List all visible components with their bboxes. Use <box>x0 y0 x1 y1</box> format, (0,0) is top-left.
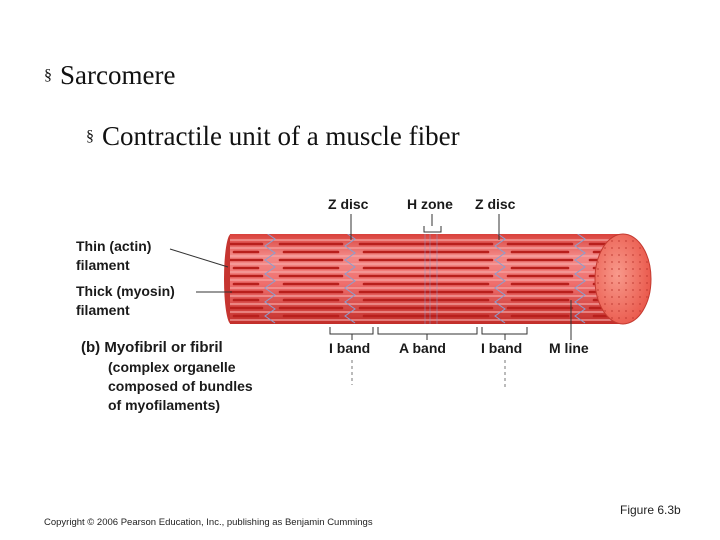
caption-line2: (complex organelle <box>108 359 236 375</box>
leader-thin-filament <box>169 248 229 268</box>
label-m-line: M line <box>549 340 589 356</box>
label-thin-line2: filament <box>76 257 130 273</box>
figure-number: Figure 6.3b <box>620 503 681 517</box>
label-thick-line2: filament <box>76 302 130 318</box>
bullet-marker: § <box>86 128 94 145</box>
label-z-disc-left: Z disc <box>328 196 369 212</box>
label-thin-line1: Thin (actin) <box>76 238 151 254</box>
z-disc-layer <box>264 234 586 324</box>
caption-line1: (b) Myofibril or fibril <box>81 339 223 356</box>
label-h-zone: H zone <box>407 196 453 212</box>
bullet-marker: § <box>44 67 52 84</box>
caption-line4: of myofilaments) <box>108 397 220 413</box>
label-i-band-right: I band <box>481 340 522 356</box>
end-cap-dots <box>596 235 650 323</box>
bracket-i-band-left <box>329 327 374 335</box>
label-thick-line1: Thick (myosin) <box>76 283 175 299</box>
z-disc-line <box>574 234 586 324</box>
copyright-notice: Copyright © 2006 Pearson Education, Inc.… <box>44 517 373 528</box>
z-disc-line <box>344 234 356 324</box>
caption-line3: composed of bundles <box>108 378 253 394</box>
bottom-brackets <box>329 300 572 388</box>
label-a-band: A band <box>399 340 446 356</box>
bullet-text: Contractile unit of a muscle fiber <box>102 121 460 151</box>
leader-h-zone <box>423 214 442 233</box>
left-leader-lines <box>169 248 232 293</box>
bullet-text: Sarcomere <box>60 60 176 90</box>
label-i-band-left: I band <box>329 340 370 356</box>
top-leader-lines <box>350 214 500 240</box>
bullet-contractile-unit: § Contractile unit of a muscle fiber <box>86 121 460 152</box>
bracket-i-band-right <box>481 327 528 335</box>
z-disc-line <box>264 234 276 324</box>
label-z-disc-right: Z disc <box>475 196 516 212</box>
bullet-sarcomere: § Sarcomere <box>44 60 175 91</box>
z-disc-line <box>494 234 506 324</box>
myofibril-cylinder <box>224 233 652 325</box>
bracket-a-band <box>377 327 478 335</box>
